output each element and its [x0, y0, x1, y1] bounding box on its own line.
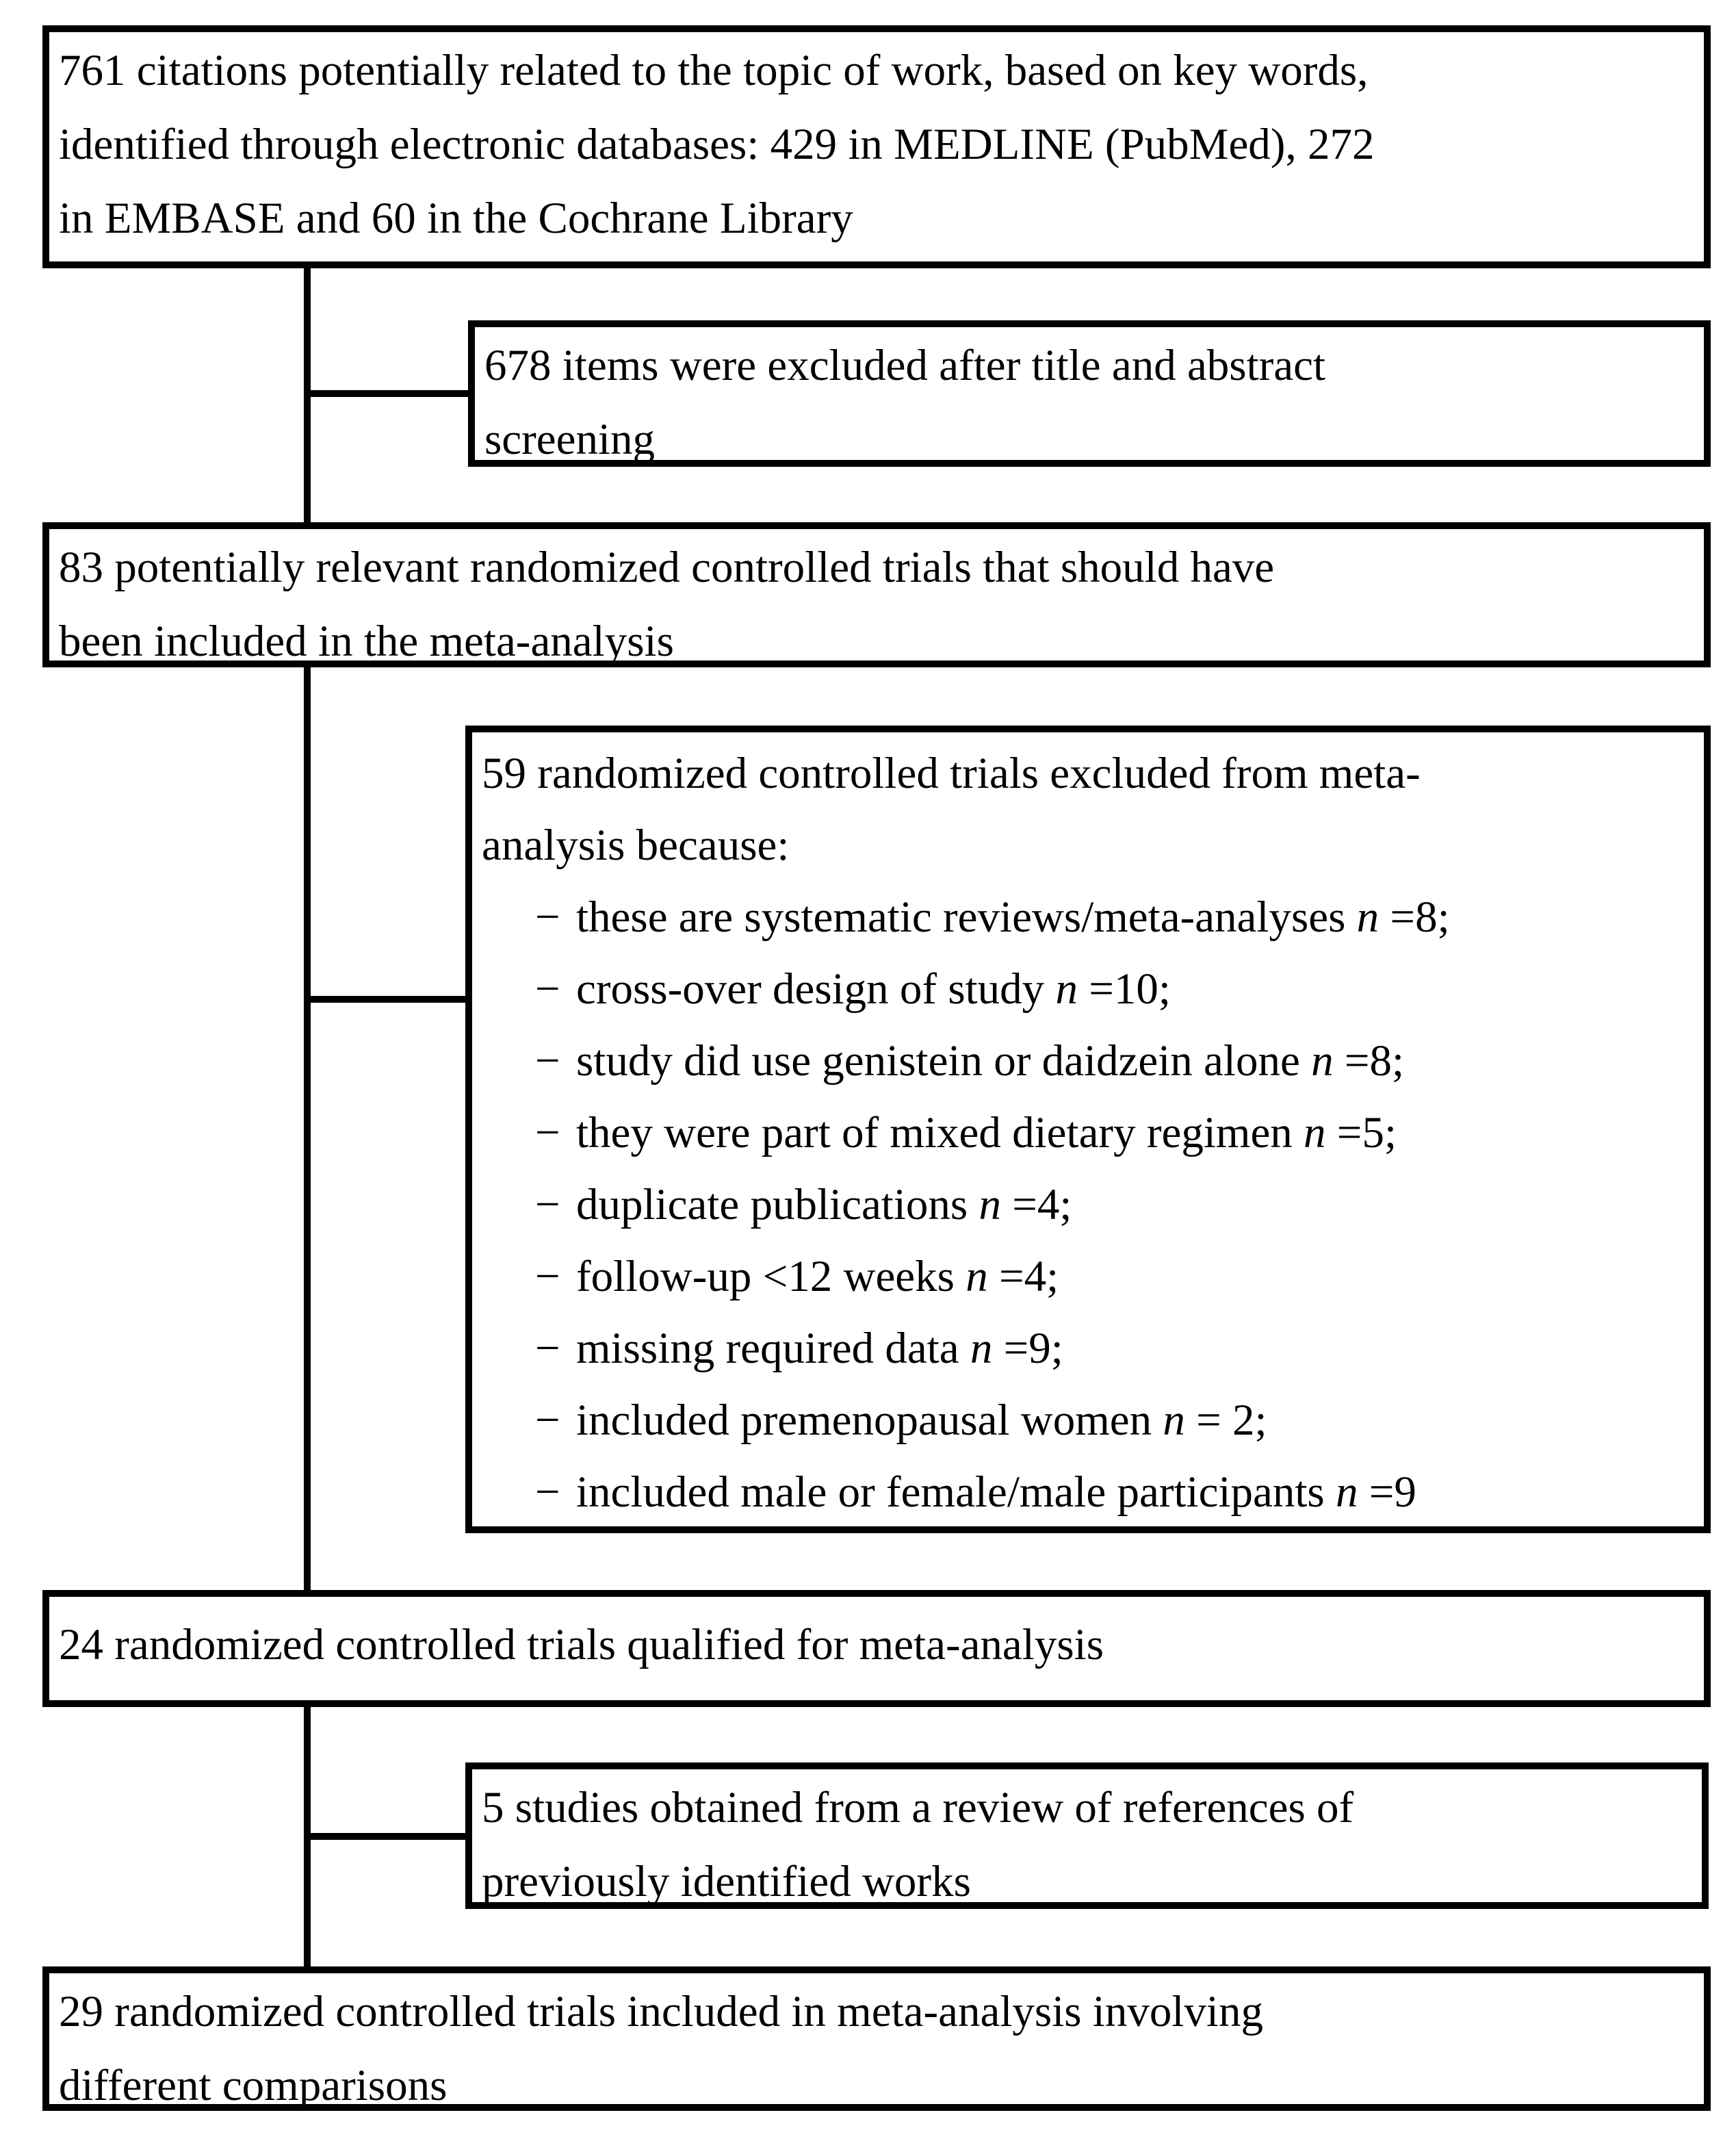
box-qualified: 24 randomized controlled trials qualifie…: [42, 1590, 1711, 1707]
exclusion-reason-item: −cross-over design of study n =10;: [482, 953, 1692, 1025]
n-count: n: [1304, 1108, 1326, 1157]
excluded-meta-intro-line: analysis because:: [482, 821, 790, 870]
connector-branch-references: [304, 1833, 465, 1840]
exclusion-reason-text: they were part of mixed dietary regimen: [576, 1108, 1304, 1157]
bullet-dash: −: [535, 1324, 560, 1373]
exclusion-reason-item: −duplicate publications n =4;: [482, 1169, 1692, 1241]
bullet-dash: −: [535, 1036, 560, 1086]
n-count: n: [966, 1252, 988, 1301]
box-citations-identified: 761 citations potentially related to the…: [42, 25, 1711, 268]
bullet-dash: −: [535, 964, 560, 1014]
n-count: n: [1335, 1467, 1358, 1517]
n-count: n: [970, 1324, 993, 1373]
box-from-references-line: previously identified works: [482, 1857, 971, 1906]
exclusion-reason-text: missing required data: [576, 1324, 970, 1373]
n-count-value: =8;: [1333, 1036, 1405, 1086]
bullet-dash: −: [535, 1108, 560, 1157]
box-qualified-line: 24 randomized controlled trials qualifie…: [59, 1620, 1104, 1669]
bullet-dash: −: [535, 1396, 560, 1445]
n-count: n: [1055, 964, 1078, 1014]
exclusion-reason-text: these are systematic reviews/meta-analys…: [576, 893, 1357, 942]
n-count-value: =8;: [1379, 893, 1450, 942]
box-potentially-relevant: 83 potentially relevant randomized contr…: [42, 522, 1711, 667]
bullet-dash: −: [535, 1467, 560, 1517]
box-from-references-line: 5 studies obtained from a review of refe…: [482, 1783, 1354, 1832]
n-count-value: =4;: [987, 1252, 1059, 1301]
box-excluded-screening: 678 items were excluded after title and …: [468, 320, 1711, 467]
n-count: n: [1163, 1396, 1185, 1445]
box-included-line: 29 randomized controlled trials included…: [59, 1987, 1263, 2036]
n-count-value: = 2;: [1184, 1396, 1267, 1445]
connector-trunk-1: [304, 264, 311, 530]
n-count-value: =5;: [1325, 1108, 1397, 1157]
n-count-value: =4;: [1000, 1180, 1072, 1229]
n-count-value: =10;: [1077, 964, 1171, 1014]
box-included-line: different comparisons: [59, 2061, 448, 2110]
bullet-dash: −: [535, 1180, 560, 1229]
connector-branch-exclusion: [304, 996, 465, 1003]
box-potentially-relevant-line: 83 potentially relevant randomized contr…: [59, 543, 1275, 592]
box-excluded-screening-line: screening: [484, 415, 656, 464]
exclusion-reason-text: cross-over design of study: [576, 964, 1056, 1014]
n-count: n: [979, 1180, 1001, 1229]
exclusion-reason-text: duplicate publications: [576, 1180, 979, 1229]
box-potentially-relevant-line: been included in the meta-analysis: [59, 617, 674, 666]
box-excluded-meta-analysis: 59 randomized controlled trials excluded…: [465, 726, 1711, 1533]
excluded-meta-intro-line: 59 randomized controlled trials excluded…: [482, 749, 1421, 798]
box-citations-identified-line: identified through electronic databases:…: [59, 120, 1375, 169]
box-from-references: 5 studies obtained from a review of refe…: [465, 1762, 1709, 1909]
box-citations-identified-line: 761 citations potentially related to the…: [59, 46, 1369, 95]
box-citations-identified-line: in EMBASE and 60 in the Cochrane Library: [59, 194, 853, 243]
exclusion-reason-text: included male or female/male participant…: [576, 1467, 1336, 1517]
exclusion-reason-item: −these are systematic reviews/meta-analy…: [482, 882, 1692, 953]
exclusion-reason-item: −missing required data n =9;: [482, 1313, 1692, 1385]
n-count-value: =9;: [992, 1324, 1063, 1373]
n-count-value: =9: [1358, 1467, 1416, 1517]
exclusion-reason-text: follow-up <12 weeks: [576, 1252, 966, 1301]
connector-branch-screening: [304, 390, 468, 397]
n-count: n: [1311, 1036, 1334, 1086]
box-excluded-screening-line: 678 items were excluded after title and …: [484, 341, 1326, 390]
exclusion-reason-text: included premenopausal women: [576, 1396, 1163, 1445]
connector-trunk-2: [304, 663, 311, 1595]
exclusion-reason-item: −included male or female/male participan…: [482, 1457, 1692, 1528]
exclusion-reason-item: −they were part of mixed dietary regimen…: [482, 1097, 1692, 1169]
box-included: 29 randomized controlled trials included…: [42, 1966, 1711, 2111]
bullet-dash: −: [535, 1252, 560, 1301]
exclusion-reason-item: −study did use genistein or daidzein alo…: [482, 1025, 1692, 1097]
bullet-dash: −: [535, 893, 560, 942]
exclusion-reason-item: −follow-up <12 weeks n =4;: [482, 1241, 1692, 1313]
n-count: n: [1356, 893, 1379, 942]
exclusion-reason-item: −included premenopausal women n = 2;: [482, 1385, 1692, 1457]
exclusion-reason-text: study did use genistein or daidzein alon…: [576, 1036, 1312, 1086]
